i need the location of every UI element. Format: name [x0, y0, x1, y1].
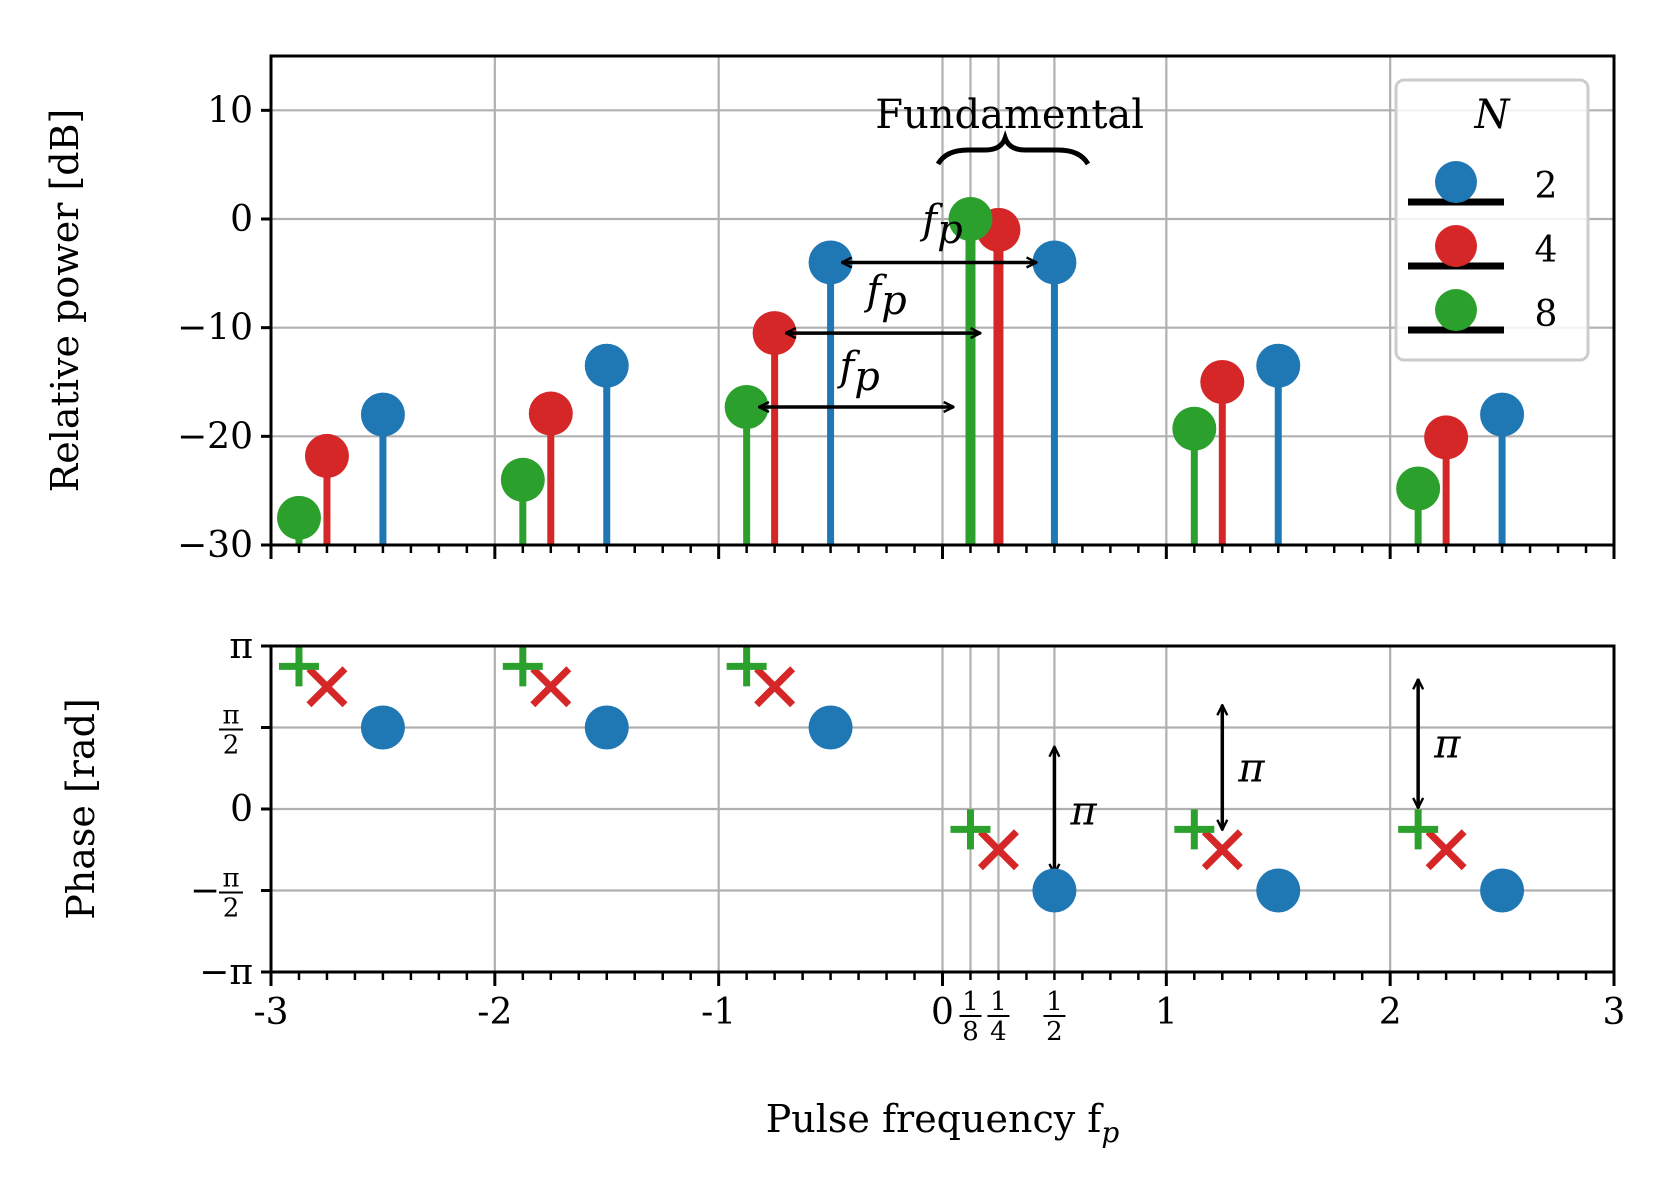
phase-marker-plus [950, 809, 991, 850]
phase-marker-plus [1174, 809, 1215, 850]
y-tick-label: −20 [177, 416, 253, 457]
phase-xlabel: Pulse frequency fp [766, 1097, 1120, 1149]
stem-marker [808, 240, 853, 285]
phase-markers [278, 646, 1525, 913]
fundamental-brace [935, 130, 1091, 166]
legend-label: 2 [1535, 166, 1558, 207]
y-tick-label: 0 [230, 199, 253, 240]
phase-marker-x [977, 829, 1019, 871]
pi-label: π [1433, 722, 1461, 768]
stem-marker [360, 392, 405, 437]
xlabel-main: Pulse frequency f [766, 1097, 1105, 1141]
phase-annotations: π π π [1054, 679, 1461, 874]
phase-marker-circle [808, 705, 853, 750]
x-tick-den: 4 [990, 1017, 1007, 1047]
phase-marker-x [754, 666, 796, 708]
phase-marker-circle [584, 705, 629, 750]
legend-marker [1435, 289, 1477, 331]
y-tick-den: 2 [223, 894, 240, 924]
x-tick-label: 2 [1379, 992, 1402, 1033]
legend-box [1394, 78, 1590, 362]
pi-label: π [1237, 745, 1265, 791]
pi-label: π [1069, 788, 1097, 834]
x-tick-label: -2 [477, 992, 512, 1033]
y-tick-num: π [222, 864, 239, 894]
fp-label-sub: p [881, 278, 907, 324]
phase-marker-plus [502, 646, 543, 687]
fp-label-sub: p [854, 354, 880, 400]
stem-marker [1480, 392, 1525, 437]
legend-label: 8 [1535, 294, 1558, 335]
x-tick-label: 3 [1603, 992, 1626, 1033]
fp-label: fp [836, 344, 879, 400]
x-tick-num: 1 [990, 987, 1007, 1017]
fp-label: fp [863, 268, 906, 324]
y-tick-label: −π [199, 952, 253, 993]
fp-label-sub: p [937, 207, 963, 253]
legend-marker [1435, 225, 1477, 267]
legend: N2 4 8 [1394, 78, 1590, 362]
fundamental-label: Fundamental [875, 92, 1144, 138]
x-tick-den: 8 [962, 1017, 979, 1047]
x-tick-label: 0 [931, 992, 954, 1033]
phase-ylabel: Phase [rad] [59, 698, 103, 920]
x-tick-den: 2 [1046, 1017, 1063, 1047]
stem-marker [724, 384, 769, 429]
legend-marker [1435, 161, 1477, 203]
power-ticks: 10 0 −10 −20 −30 [177, 90, 1616, 566]
phase-marker-x [1201, 829, 1243, 871]
legend-title: N [1474, 92, 1512, 138]
stem-marker [948, 197, 993, 241]
stem-marker [752, 311, 797, 356]
phase-marker-circle [1256, 868, 1301, 913]
power-stems [276, 197, 1525, 545]
stem-marker [1032, 240, 1077, 285]
stem-marker [1256, 343, 1301, 388]
y-tick-label: 0 [230, 789, 253, 830]
x-tick-label: -1 [701, 992, 736, 1033]
y-tick-num: π [222, 700, 239, 730]
stem-marker [1396, 466, 1441, 511]
x-tick-label: 1 [1155, 992, 1178, 1033]
xlabel-sub: p [1101, 1116, 1119, 1149]
y-tick-label: −30 [177, 525, 253, 566]
phase-marker-circle [360, 705, 405, 750]
x-tick-num: 1 [962, 987, 979, 1017]
x-tick-label: -3 [253, 992, 288, 1033]
phase-grid [269, 644, 1616, 974]
phase-marker-plus [726, 646, 767, 687]
phase-marker-x [530, 666, 572, 708]
stem-marker [584, 343, 629, 388]
legend-label: 4 [1535, 230, 1558, 271]
stem-marker [1200, 360, 1245, 404]
y-tick-label: π [229, 626, 253, 667]
stem-marker [500, 457, 545, 502]
y-tick-label: −10 [177, 308, 253, 349]
y-tick-label: 10 [207, 90, 253, 131]
stem-marker [1424, 415, 1469, 460]
phase-marker-circle [1480, 868, 1525, 913]
stem-marker [276, 495, 321, 540]
y-tick-sign: − [190, 871, 220, 912]
stem-marker [1172, 406, 1217, 451]
phase-marker-plus [278, 646, 319, 687]
power-ylabel: Relative power [dB] [43, 109, 87, 493]
y-tick-den: 2 [223, 730, 240, 760]
stem-marker [528, 391, 573, 436]
phase-marker-x [306, 666, 348, 708]
phase-marker-plus [1398, 809, 1439, 850]
phase-marker-x [1425, 829, 1467, 871]
phase-marker-circle [1032, 868, 1077, 913]
stem-marker [304, 433, 349, 478]
x-tick-num: 1 [1046, 987, 1063, 1017]
